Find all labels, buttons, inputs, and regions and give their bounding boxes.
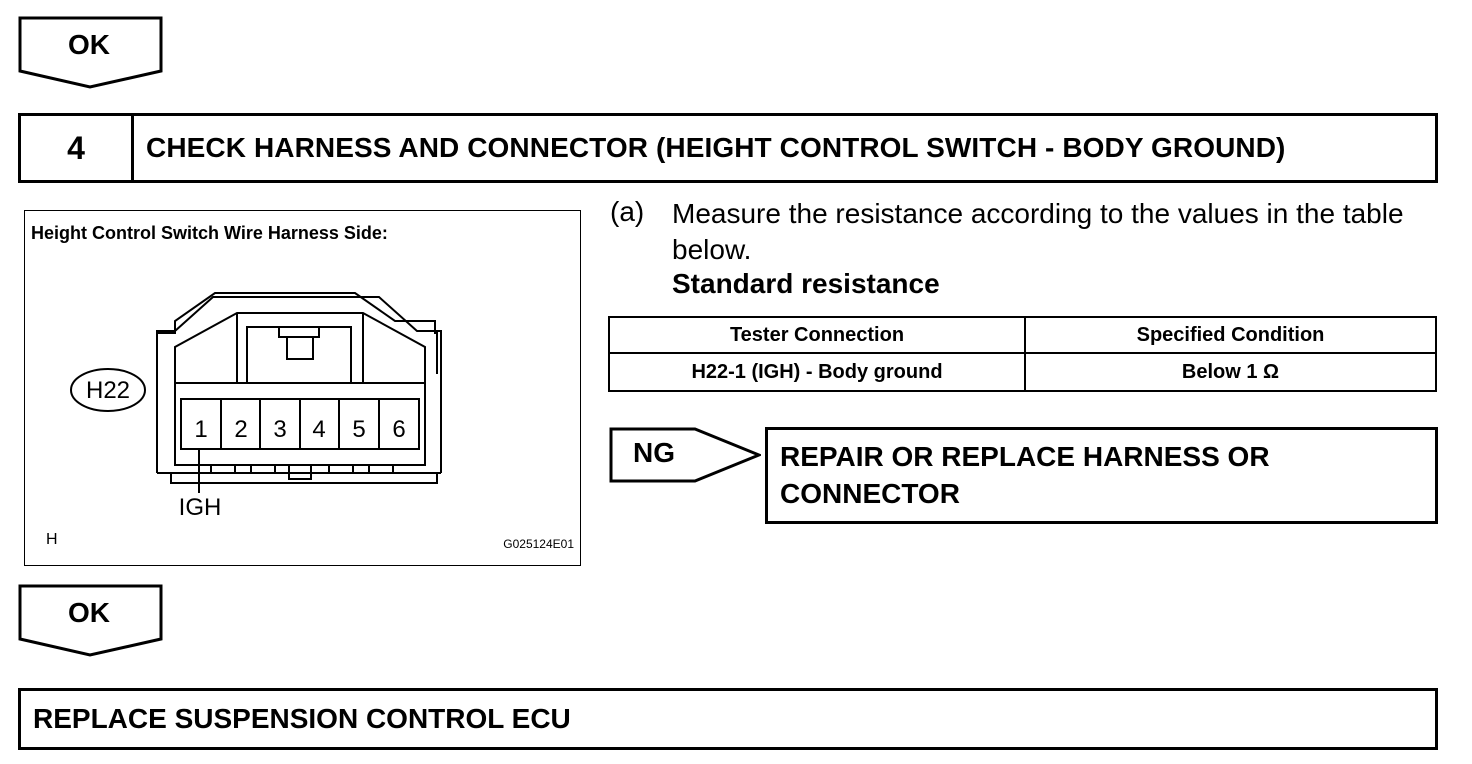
ok-label-top: OK — [68, 29, 110, 60]
spec-table: Tester Connection Specified Condition H2… — [608, 316, 1437, 392]
step-number: 4 — [21, 116, 134, 180]
ok-flow-arrow-top: OK — [18, 16, 164, 90]
pin-number: 5 — [352, 416, 365, 443]
ng-result-line: CONNECTOR — [780, 478, 960, 509]
instruction-text: Measure the resistance according to the … — [672, 198, 1404, 265]
step-title: CHECK HARNESS AND CONNECTOR (HEIGHT CONT… — [146, 132, 1286, 163]
step-header: 4 CHECK HARNESS AND CONNECTOR (HEIGHT CO… — [18, 113, 1438, 183]
table-row: H22-1 (IGH) - Body ground Below 1 Ω — [608, 352, 1437, 392]
standard-resistance-label: Standard resistance — [672, 268, 940, 299]
ng-result-line: REPAIR OR REPLACE HARNESS OR — [780, 441, 1270, 472]
pin-number: 4 — [312, 416, 325, 443]
down-arrow-icon — [18, 584, 163, 657]
down-arrow-icon — [18, 16, 163, 89]
ok-flow-arrow-bottom: OK — [18, 584, 164, 658]
pin-number: 1 — [194, 416, 207, 443]
table-cell: Below 1 Ω — [1024, 352, 1437, 392]
final-step-text: REPLACE SUSPENSION CONTROL ECU — [33, 703, 571, 734]
right-arrow-icon — [609, 427, 761, 483]
figure-code: G025124E01 — [503, 537, 574, 551]
table-header-row: Tester Connection Specified Condition — [608, 316, 1437, 354]
table-header: Specified Condition — [1024, 316, 1437, 354]
connector-id: H22 — [86, 377, 130, 404]
instruction-marker: (a) — [610, 196, 645, 227]
ng-label: NG — [633, 437, 675, 468]
ng-flow-arrow: NG — [609, 427, 761, 483]
connector-diagram: 1 2 3 4 5 6 H22 IGH — [70, 292, 442, 521]
pin-number: 6 — [392, 416, 405, 443]
connector-figure: 1 2 3 4 5 6 H22 IGH Height Control Switc… — [24, 210, 581, 566]
table-header: Tester Connection — [608, 316, 1026, 354]
figure-title: Height Control Switch Wire Harness Side: — [31, 223, 388, 243]
pin-label-igh: IGH — [179, 494, 222, 521]
table-cell: H22-1 (IGH) - Body ground — [608, 352, 1026, 392]
ng-result-box: REPAIR OR REPLACE HARNESS OR CONNECTOR — [765, 427, 1438, 524]
final-step-box: REPLACE SUSPENSION CONTROL ECU — [18, 688, 1438, 750]
pin-number: 3 — [273, 416, 286, 443]
pin-number: 2 — [234, 416, 247, 443]
figure-corner-mark: H — [46, 531, 58, 548]
ok-label-bottom: OK — [68, 597, 110, 628]
